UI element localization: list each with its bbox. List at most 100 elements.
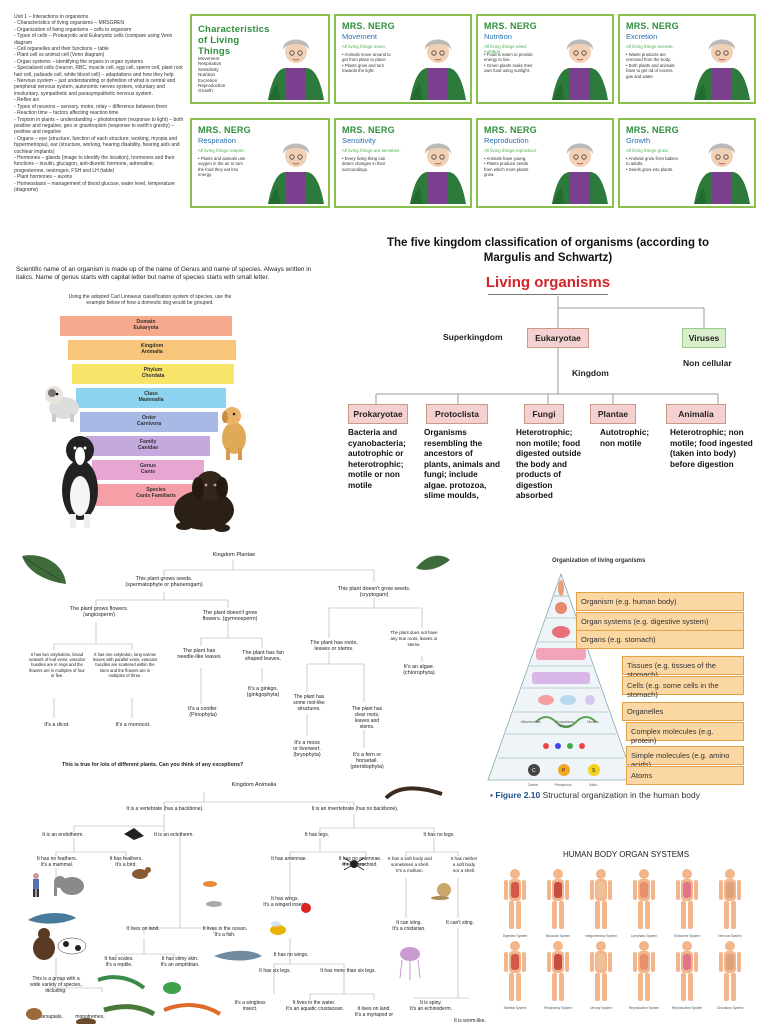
crocodile-image [103,1004,156,1017]
body-figure [633,941,655,1001]
rank-label: Genus [139,463,157,469]
fan-node: The plant has fan shaped leaves. [242,650,284,662]
scales-node: It has scales. It's a reptile. [104,956,134,968]
card-subtitle: Nutrition [484,32,512,41]
body-figure [633,869,655,929]
kingdom-desc: Organisms resembling the ancestors of pl… [424,428,500,500]
kingdom-plantae-panel: Kingdom Plantae This plant grows seeds. … [14,552,452,780]
kingdom-prokaryotae: Prokaryotae [348,404,408,424]
card-rule: All living things excrete. [626,44,675,49]
roots-node: The plant has roots, leaves or stems. [310,640,358,652]
monocot-node: It's a monocot. [115,722,151,728]
ginkgo-node: It's a ginkgo. (ginkgophyta) [246,686,280,698]
teacher-illustration [694,143,750,204]
card-title: MRS. NERG [484,125,537,135]
salamander-image [163,1003,222,1016]
canstring-node: It can sting. It's a cnidarian. [392,920,426,932]
note-line: - Homeostasis – management of blood gluc… [14,180,175,193]
sixlegs-node: It has six legs. [259,968,291,974]
card-subtitle: Movement [342,32,378,41]
card-body: • Every living thing can detect changes … [342,156,386,172]
wormlike-node: It is worm-like. [454,1018,486,1024]
linnaeus-intro: Using the adopted Carl Linnaeus classifi… [68,294,232,306]
note-line: - Hormones – glands (image to identify t… [14,154,175,174]
body-figure [676,941,698,1001]
golden-dog-image [222,407,246,460]
body-figure [719,869,741,929]
nucleus-label: Nucleus [587,720,599,724]
wings-node: It has wings. It's a winged insect. [263,896,307,908]
kingdom-animalia-panel: Kingdom Animalia It is a vertebrate (has… [14,778,486,1024]
legs-node: It has legs. [304,832,330,838]
jellyfish-image [399,947,421,980]
svg-text:C: C [532,768,536,774]
wingless-node: It's a wingless insect. [234,1000,266,1012]
rank-label: Kingdom [140,343,164,349]
needle-node: The plant has needle-like leaves [177,648,221,660]
organ-system-label: Lymphatic System [631,934,657,938]
fish-image [203,881,222,907]
org-level: Organ systems (e.g. digestive system) [576,612,744,631]
rank-value: Eukaryota [133,325,159,332]
snail-image [431,883,451,900]
animalia-illustrations [26,828,451,1024]
deer-image [26,1008,42,1020]
kingdom-animalia: Animalia [666,404,726,424]
organ-systems-title: HUMAN BODY ORGAN SYSTEMS [562,850,690,859]
kingdom-label: Kingdom [572,368,609,378]
superkingdom-label: Superkingdom [443,332,503,342]
marsupials-node: marsupials, [37,1014,63,1020]
organ-system-label: Muscular System [545,934,571,938]
note-line: - Organs – eye (structure, function of e… [14,135,180,155]
teacher-illustration [268,39,324,100]
org-level: Organs (e.g. stomach) [576,630,744,649]
org-level: Tissues (e.g. tissues of the stomach) [622,656,744,679]
note-line: - Tropism in plants – understanding – ph… [14,116,184,136]
organ-system-label: Integumentary System [585,934,617,938]
kingdom-protoclista: Protoclista [426,404,488,424]
endotherm-node: It is an endotherm. [42,832,84,838]
card-body: • Animals move around to get from place … [342,52,391,74]
noseeds-node: This plant doesn't grow seeds. (cryptoga… [337,586,411,598]
conifer-node: It's a conifer. (Pinophyta) [187,706,219,718]
org-level: Simple molecules (e.g. amino acids) [626,746,744,769]
card-title: MRS. NERG [342,21,395,31]
organ-system-label: Reproductive System [628,1006,660,1010]
rank-label: Domain [136,319,156,325]
card-subtitle: Growth [626,136,651,145]
onland-node: It lives on land. It's a myriapod or [354,1006,394,1018]
mitochondrion-label: Mitochondrion [520,720,542,724]
water-node: It lives in the water. It's an aquatic c… [286,1000,344,1012]
noroots-node: The plant does not have any true roots, … [390,630,438,647]
kingdom-desc: Heterotrophic; non motile; food ingested… [670,428,753,469]
dicot-node: It's a dicot. [44,722,70,728]
monocot-desc: It has one cotyledon, long narrow leaves… [92,652,158,678]
monotremes-node: monotremes, [75,1014,105,1020]
organ-system-label: Skeletal System [503,1006,527,1010]
moss-node: It's a moss or liverwort. (bryophyta) [293,740,321,758]
non-cellular-label: Non cellular [683,358,732,368]
card-subtitle: Respiration [198,136,236,145]
rank-label: Phylum [143,367,163,373]
frog-image [163,982,181,994]
kingdom-desc: Bacteria and cyanobacteria; autotrophic … [348,428,406,490]
note-line: - Plant hormones – auxins [14,174,73,181]
teacher-illustration [694,39,750,100]
scientific-name-text: Scientific name of an organism is made u… [16,266,312,281]
platypus-image [76,1018,96,1024]
black-dog-image [174,471,234,532]
card-title: MRS. NERG [342,125,395,135]
clear-node: The plant has clear roots, leaves and st… [351,706,383,730]
note-line: - Reflex arc [14,97,40,104]
antennae-node: It has antennae. [271,856,307,862]
note-line: - Types of cells – Prokaryotic and Eukar… [14,33,173,46]
dolphin-image [28,913,76,924]
card-subtitle: Reproduction [484,136,529,145]
